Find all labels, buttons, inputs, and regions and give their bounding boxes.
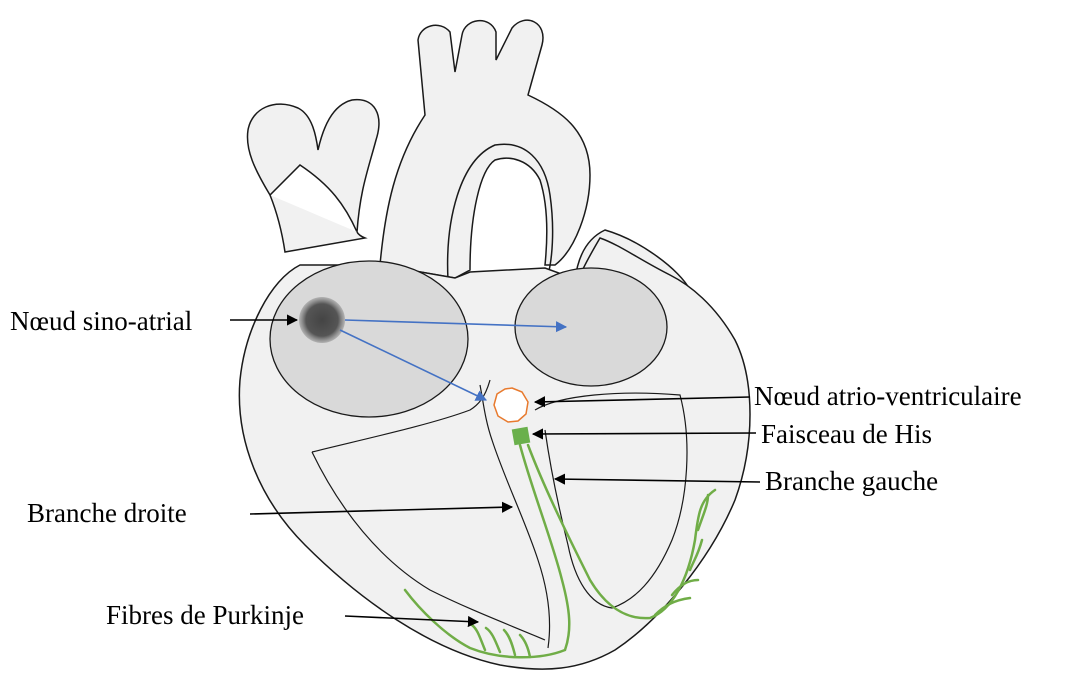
label-av-node: Nœud atrio-ventriculaire — [754, 383, 1022, 410]
right-atrium — [270, 261, 468, 417]
bundle-of-his — [512, 427, 531, 446]
pulmonary-vessel-left — [247, 100, 378, 232]
label-right-branch: Branche droite — [27, 500, 187, 527]
label-sinoatrial-node: Nœud sino-atrial — [10, 308, 192, 335]
pointer-bundle-of-his — [533, 433, 756, 434]
label-purkinje-fibers: Fibres de Purkinje — [106, 602, 304, 629]
aorta — [380, 20, 590, 278]
left-atrium — [515, 268, 667, 386]
av-node — [494, 388, 528, 422]
sinoatrial-node — [299, 297, 345, 343]
label-bundle-of-his: Faisceau de His — [761, 421, 932, 448]
label-left-branch: Branche gauche — [765, 468, 938, 495]
